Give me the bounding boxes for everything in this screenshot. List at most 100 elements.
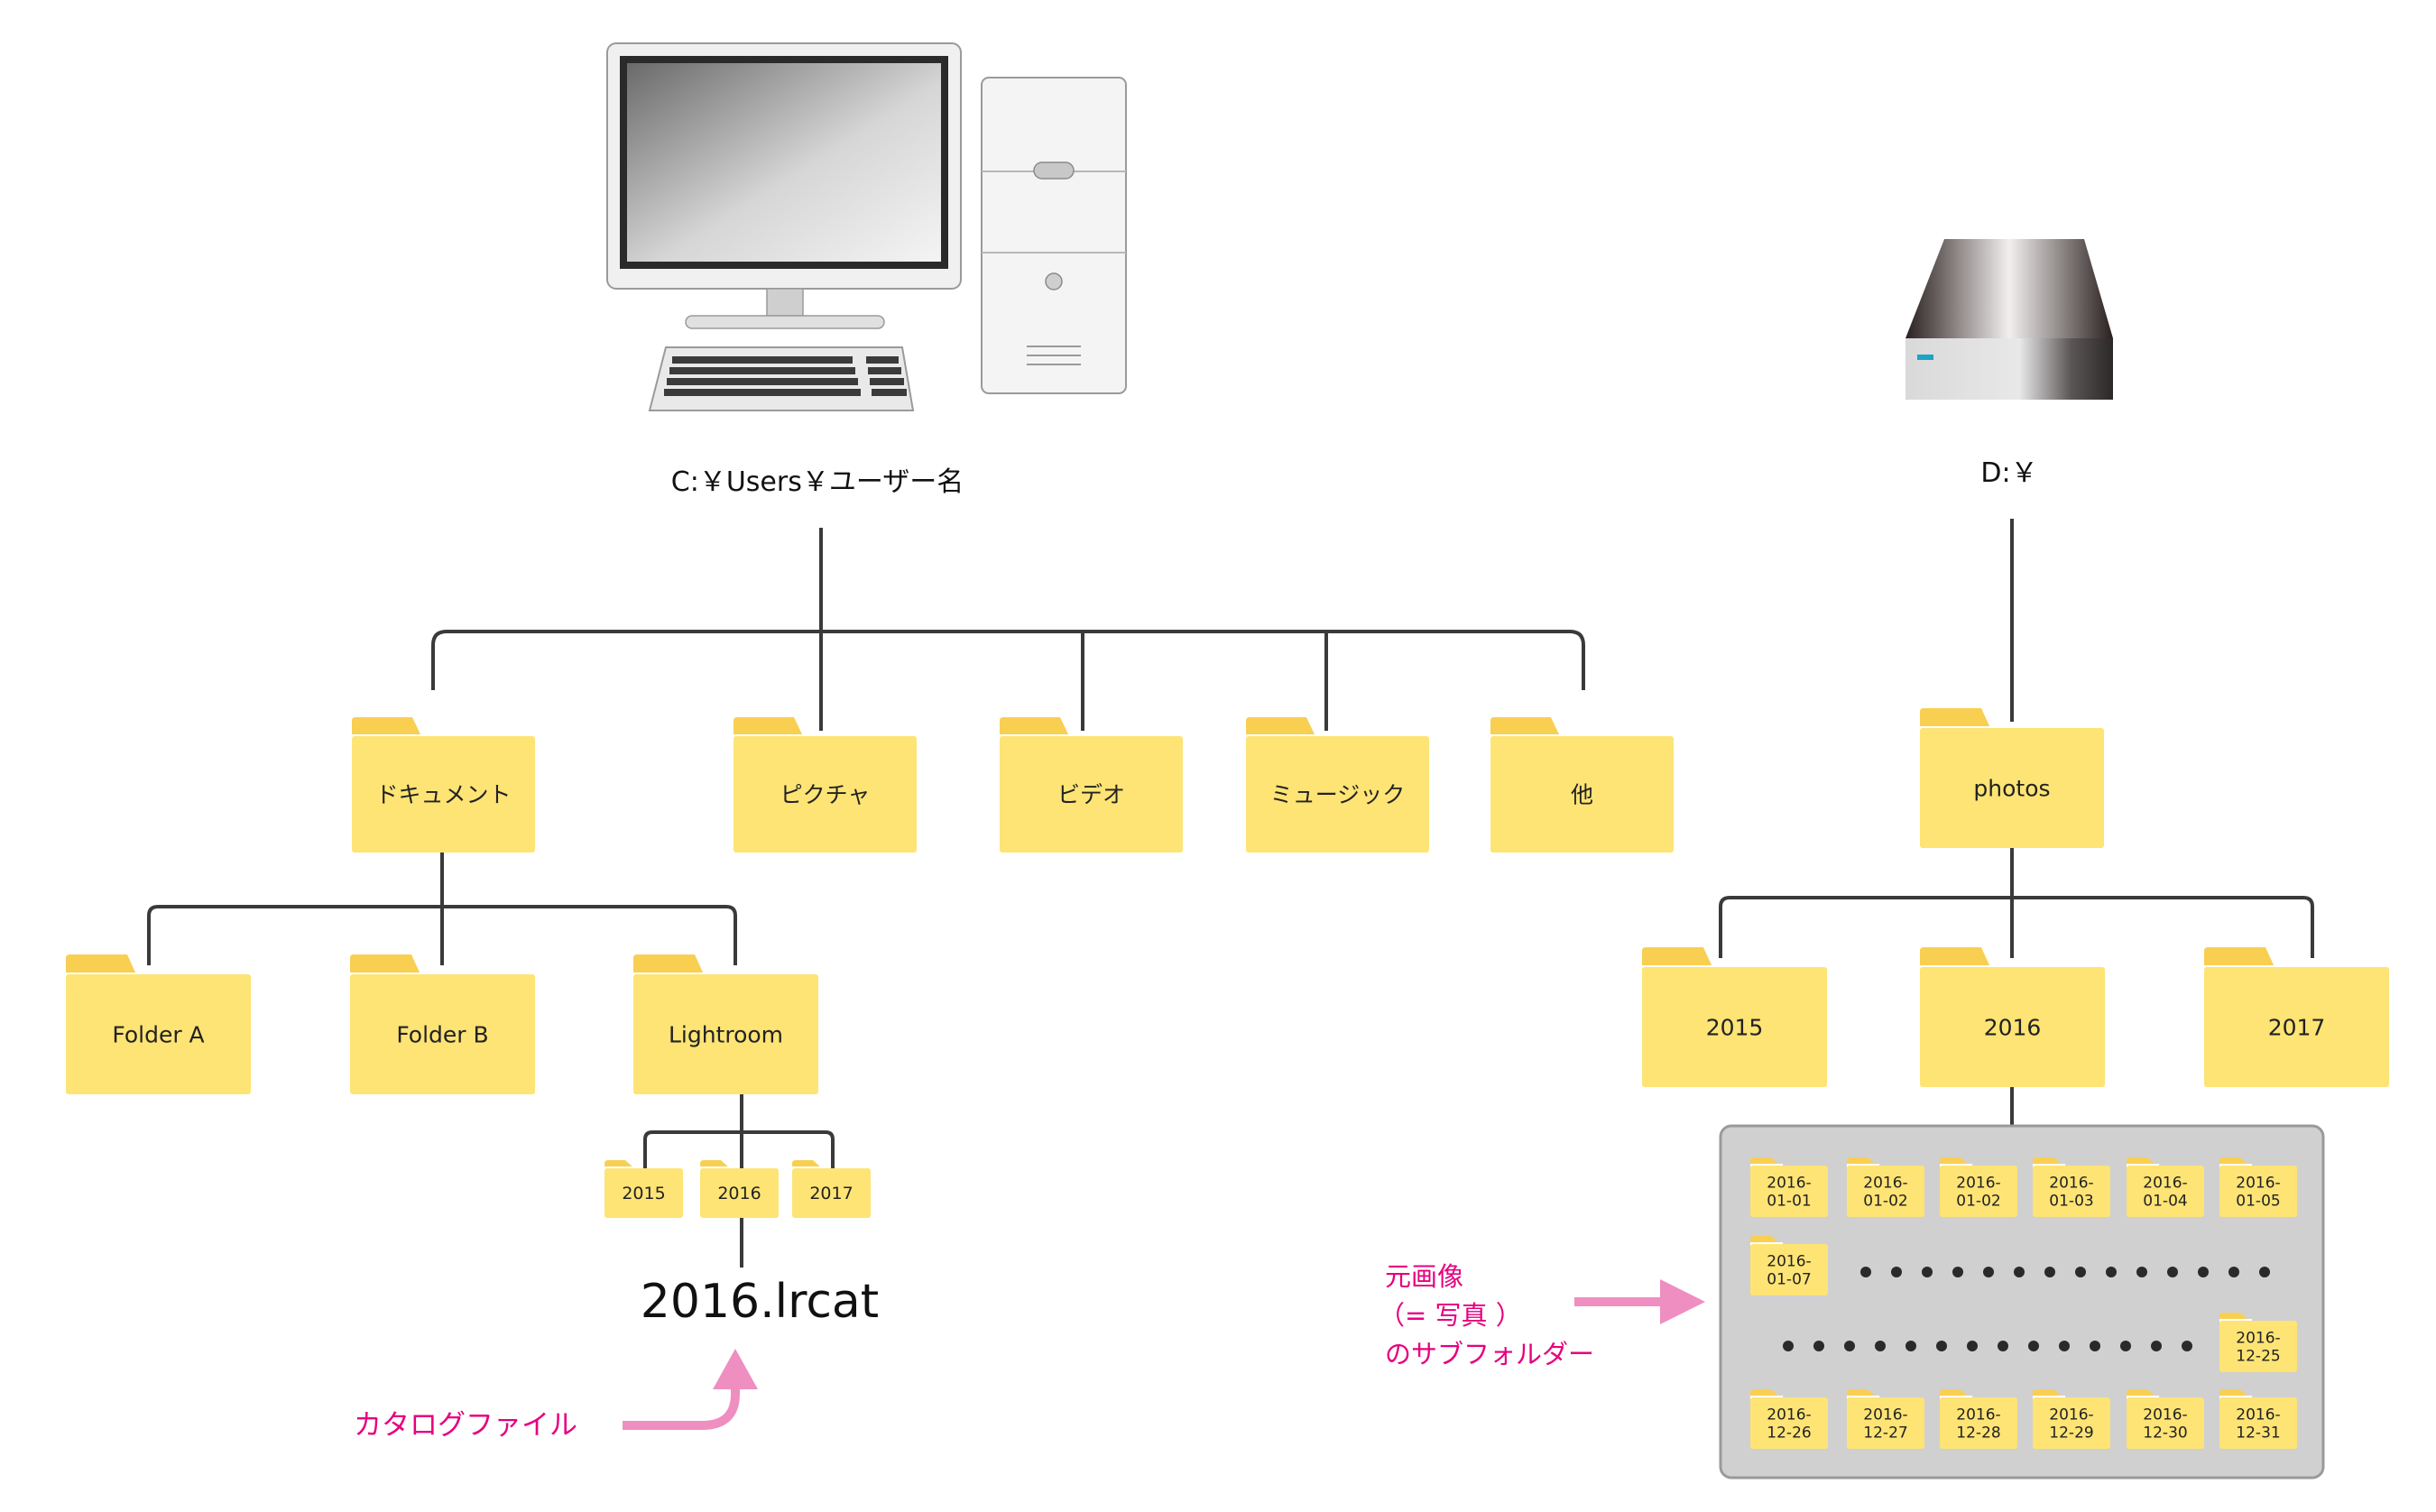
folder-label: ミュージック xyxy=(1270,781,1406,807)
ellipsis-dots xyxy=(1783,1267,2270,1351)
folder-date-r1-1[interactable]: 2016-01-02 xyxy=(1847,1157,1924,1217)
folder-label: 12-28 xyxy=(1956,1424,2000,1443)
folder-label: 01-04 xyxy=(2143,1193,2187,1211)
folder-label: 12-25 xyxy=(2236,1348,2280,1366)
folder-icon xyxy=(1847,1157,1924,1217)
folder-label: 01-02 xyxy=(1956,1193,2000,1211)
folder-icon xyxy=(2219,1157,2297,1217)
external-drive-icon xyxy=(1905,239,2113,400)
folder-label: 2016- xyxy=(2236,1329,2280,1347)
folder-date-r4-4[interactable]: 2016-12-30 xyxy=(2127,1389,2204,1449)
folder-icon xyxy=(2127,1389,2204,1449)
folder-icon xyxy=(2219,1313,2297,1372)
folder-icon xyxy=(1750,1157,1828,1217)
folder-icon xyxy=(66,954,251,1094)
folder-label: 2016- xyxy=(2236,1406,2280,1424)
folder-date-r4-3[interactable]: 2016-12-29 xyxy=(2033,1389,2110,1449)
folder-user-2[interactable]: ビデオ xyxy=(1000,717,1183,853)
folder-doc-0[interactable]: Folder A xyxy=(66,954,251,1094)
folder-date-r1-4[interactable]: 2016-01-04 xyxy=(2127,1157,2204,1217)
folder-date-r4-5[interactable]: 2016-12-31 xyxy=(2219,1389,2297,1449)
folder-user-4[interactable]: 他 xyxy=(1490,717,1674,853)
folder-date-r4-2[interactable]: 2016-12-28 xyxy=(1940,1389,2017,1449)
folder-label: 12-31 xyxy=(2236,1424,2280,1443)
catalog-file-name: 2016.lrcat xyxy=(641,1275,879,1329)
folder-year-0[interactable]: 2015 xyxy=(1642,947,1827,1087)
computer-path-label: C:￥Users￥ユーザー名 xyxy=(671,466,964,498)
folder-icon xyxy=(1940,1389,2017,1449)
folder-date-r1-2[interactable]: 2016-01-02 xyxy=(1940,1157,2017,1217)
catalog-caption: カタログファイル xyxy=(354,1409,577,1442)
folder-icon xyxy=(1920,947,2105,1087)
folder-date-r4-1[interactable]: 2016-12-27 xyxy=(1847,1389,1924,1449)
folder-label: 2016- xyxy=(1956,1406,2000,1424)
originals-caption-line2: （= 写真 ） xyxy=(1379,1300,1522,1331)
folder-icon xyxy=(633,954,818,1094)
folder-year-2[interactable]: 2017 xyxy=(2204,947,2389,1087)
folder-doc-1[interactable]: Folder B xyxy=(350,954,535,1094)
folder-label: 2016- xyxy=(1863,1174,1907,1192)
desktop-computer-icon xyxy=(606,42,1127,411)
folder-date-r2[interactable]: 2016-01-07 xyxy=(1750,1236,1828,1295)
folder-photos[interactable]: photos xyxy=(1920,708,2104,848)
folder-label: 01-03 xyxy=(2049,1193,2093,1211)
folder-label: 2016- xyxy=(2236,1174,2280,1192)
folder-date-r1-5[interactable]: 2016-01-05 xyxy=(2219,1157,2297,1217)
folder-label: ビデオ xyxy=(1057,781,1125,807)
folder-icon xyxy=(352,717,535,853)
folder-icon xyxy=(1847,1389,1924,1449)
folder-label: Lightroom xyxy=(669,1021,783,1047)
folder-lightroom-0[interactable]: 2015 xyxy=(604,1160,683,1218)
folder-date-r4-0[interactable]: 2016-12-26 xyxy=(1750,1389,1828,1449)
folder-label: 2016- xyxy=(2049,1406,2093,1424)
drive-path-label: D:￥ xyxy=(1980,457,2037,489)
folder-label: 2016 xyxy=(1984,1014,2042,1040)
folder-label: 2016- xyxy=(2143,1174,2187,1192)
folder-user-3[interactable]: ミュージック xyxy=(1246,717,1429,853)
catalog-arrow-head xyxy=(713,1349,758,1389)
folder-label: 2017 xyxy=(2268,1014,2326,1040)
folder-doc-2[interactable]: Lightroom xyxy=(633,954,818,1094)
catalog-arrow xyxy=(623,1367,740,1430)
folder-icon xyxy=(1940,1157,2017,1217)
folder-icon xyxy=(604,1160,683,1218)
folder-label: 01-05 xyxy=(2236,1193,2280,1211)
folder-icon xyxy=(350,954,535,1094)
folder-icon xyxy=(2219,1389,2297,1449)
folder-icon xyxy=(2204,947,2389,1087)
folder-label: 2016- xyxy=(1767,1252,1811,1270)
folder-date-r1-3[interactable]: 2016-01-03 xyxy=(2033,1157,2110,1217)
folder-icon xyxy=(700,1160,779,1218)
folder-lightroom-1[interactable]: 2016 xyxy=(700,1160,779,1218)
folder-icon xyxy=(1750,1389,1828,1449)
folder-label: 2017 xyxy=(809,1184,853,1203)
folder-date-r3[interactable]: 2016-12-25 xyxy=(2219,1313,2297,1372)
folder-user-0[interactable]: ドキュメント xyxy=(352,717,535,853)
folder-label: 2016- xyxy=(2143,1406,2187,1424)
connector-lines xyxy=(147,519,2314,1268)
folder-icon xyxy=(734,717,917,853)
folder-label: 他 xyxy=(1571,781,1593,807)
folder-label: 2016- xyxy=(1863,1406,1907,1424)
folder-label: 12-27 xyxy=(1863,1424,1907,1443)
folder-label: 01-02 xyxy=(1863,1193,1907,1211)
originals-caption-line3: のサブフォルダー xyxy=(1385,1339,1594,1369)
folder-icon xyxy=(2127,1157,2204,1217)
folder-label: Folder A xyxy=(112,1021,204,1047)
originals-arrow-head xyxy=(1660,1279,1705,1324)
folder-label: 2016- xyxy=(1956,1174,2000,1192)
folder-icon xyxy=(1920,708,2104,848)
folder-label: ピクチャ xyxy=(780,781,871,807)
folder-label: 01-01 xyxy=(1767,1193,1811,1211)
folder-year-1[interactable]: 2016 xyxy=(1920,947,2105,1087)
folder-label: 01-07 xyxy=(1767,1271,1811,1289)
folder-date-r1-0[interactable]: 2016-01-01 xyxy=(1750,1157,1828,1217)
folder-lightroom-2[interactable]: 2017 xyxy=(792,1160,871,1218)
folder-icon xyxy=(1000,717,1183,853)
folder-label: 2016 xyxy=(717,1184,761,1203)
folder-user-1[interactable]: ピクチャ xyxy=(734,717,917,853)
folder-label: ドキュメント xyxy=(375,781,511,807)
folder-label: 2016- xyxy=(2049,1174,2093,1192)
folder-icon xyxy=(2033,1389,2110,1449)
folder-icon xyxy=(1246,717,1429,853)
